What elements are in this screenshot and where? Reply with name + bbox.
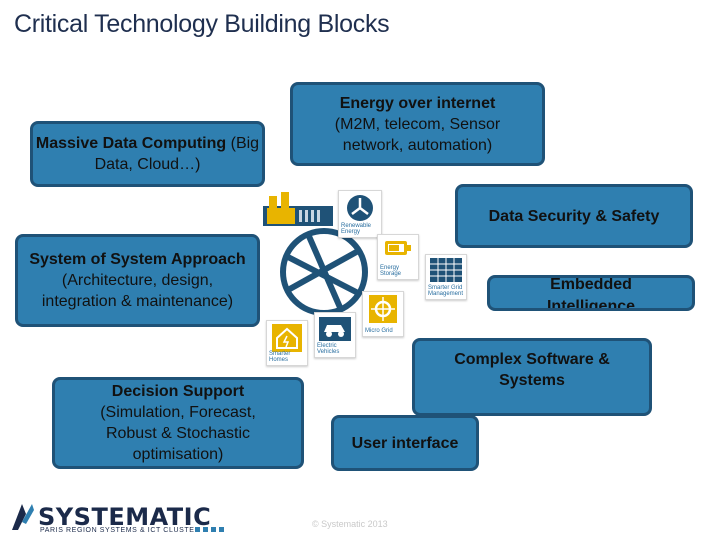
energy-box: Energy over internet (M2M, telecom, Sens… (290, 82, 545, 166)
car-icon (319, 317, 351, 341)
battery-icon (385, 241, 411, 255)
smarter-grid-label: Smarter Grid Management (428, 285, 464, 297)
smarter-homes-label: Smarter Homes (269, 351, 291, 363)
user-interface-box: User interface (331, 415, 479, 471)
energy-storage-tile: Energy Storage (377, 234, 419, 280)
decision-desc: (Simulation, Forecast, Robust & Stochast… (100, 404, 256, 463)
micro-grid-label: Micro Grid (365, 328, 393, 334)
energy-storage-label: Energy Storage (380, 265, 402, 277)
user-interface-title: User interface (351, 434, 459, 452)
systematic-logo-subtitle: PARIS REGION SYSTEMS & ICT CLUSTER (40, 527, 201, 534)
copyright-footer: © Systematic 2013 (312, 519, 388, 529)
electric-vehicles-tile: Electric Vehicles (314, 312, 356, 358)
page-title: Critical Technology Building Blocks (14, 10, 390, 38)
smarter-grid-tile: Smarter Grid Management (425, 254, 467, 300)
renewable-energy-tile: Renewable Energy (338, 190, 382, 238)
microgrid-icon (369, 295, 397, 323)
system-title: System of System Approach (29, 251, 246, 268)
wind-turbine-icon (347, 195, 373, 221)
system-box: System of System Approach (Architecture,… (15, 234, 260, 327)
systematic-logo-mark (12, 504, 34, 530)
complex-title: Complex Software & Systems (454, 351, 610, 389)
massive-data-box: Massive Data Computing (Big Data, Cloud…… (30, 121, 265, 187)
smarter-homes-tile: Smarter Homes (266, 320, 308, 366)
complex-box: Complex Software & Systems (412, 338, 652, 416)
embedded-title: Embedded Intelligence (546, 276, 636, 311)
system-desc: (Architecture, design, integration & mai… (41, 272, 234, 310)
massive-data-desc: (Big Data, Cloud…) (94, 135, 260, 173)
grid-icon (430, 258, 462, 282)
energy-desc: (M2M, telecom, Sensor network, automatio… (334, 115, 501, 154)
massive-data-title: Massive Data Computing (35, 135, 227, 152)
logo-dots (195, 527, 224, 532)
decision-box: Decision Support (Simulation, Forecast, … (52, 377, 304, 469)
electric-vehicles-label: Electric Vehicles (317, 343, 340, 355)
micro-grid-tile: Micro Grid (362, 291, 404, 337)
security-box: Data Security & Safety (455, 184, 693, 248)
security-title: Data Security & Safety (488, 207, 660, 225)
renewable-energy-label: Renewable Energy (341, 223, 372, 235)
globe-icon (280, 228, 368, 316)
house-icon (272, 324, 302, 352)
energy-title: Energy over internet (339, 94, 496, 112)
embedded-box: Embedded Intelligence (487, 275, 695, 311)
factory-icon (263, 192, 333, 226)
systematic-logo-text: SYSTEMATIC (38, 503, 212, 531)
decision-title: Decision Support (111, 383, 245, 400)
